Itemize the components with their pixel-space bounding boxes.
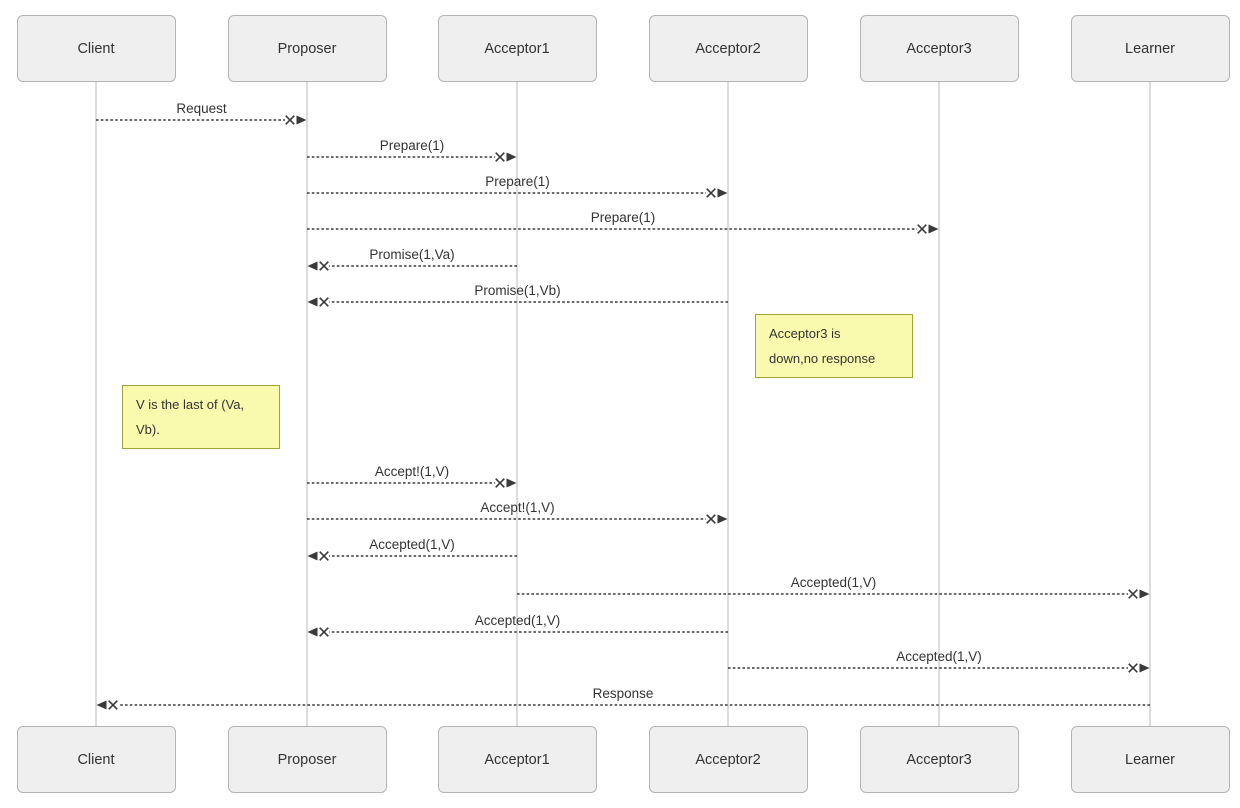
actor-box-acceptor1-bottom: Acceptor1 xyxy=(437,726,597,793)
arrowhead-icon xyxy=(506,478,517,488)
arrowhead-icon xyxy=(928,224,939,234)
actor-label: Client xyxy=(77,751,115,768)
message-label: Promise(1,Va) xyxy=(369,247,454,262)
actor-label: Learner xyxy=(1125,40,1175,57)
actor-label: Learner xyxy=(1125,751,1175,768)
lost-x-icon xyxy=(319,627,329,637)
arrowhead-icon xyxy=(717,188,728,198)
message-label: Accepted(1,V) xyxy=(791,575,877,590)
arrowhead-icon xyxy=(307,261,318,271)
arrowhead-icon xyxy=(96,700,107,710)
actor-label: Acceptor3 xyxy=(906,40,972,57)
message-label: Accept!(1,V) xyxy=(375,464,449,479)
actor-box-learner-bottom: Learner xyxy=(1070,726,1230,793)
message-label: Accepted(1,V) xyxy=(896,649,982,664)
actor-label: Client xyxy=(77,40,115,57)
lost-x-icon xyxy=(108,700,118,710)
arrowhead-icon xyxy=(717,514,728,524)
actor-box-acceptor3-bottom: Acceptor3 xyxy=(859,726,1019,793)
actor-label: Acceptor2 xyxy=(695,751,761,768)
note-line: Vb). xyxy=(136,422,160,437)
arrowhead-icon xyxy=(307,551,318,561)
message-label: Response xyxy=(593,686,654,701)
lost-x-icon xyxy=(319,551,329,561)
message-label: Accepted(1,V) xyxy=(369,537,455,552)
lost-x-icon xyxy=(495,152,505,162)
arrowhead-icon xyxy=(1139,663,1150,673)
lost-x-icon xyxy=(495,478,505,488)
message-2-prepare-1: Prepare(1) xyxy=(307,174,728,198)
actor-box-client-bottom: Client xyxy=(16,726,176,793)
arrowhead-icon xyxy=(296,115,307,125)
note-1: V is the last of (Va, Vb). xyxy=(122,385,280,449)
actor-label: Proposer xyxy=(277,751,337,768)
lost-x-icon xyxy=(1128,589,1138,599)
message-label: Accept!(1,V) xyxy=(480,500,554,515)
actor-label: Acceptor3 xyxy=(906,751,972,768)
message-6-accept-1-v: Accept!(1,V) xyxy=(307,464,517,488)
arrowhead-icon xyxy=(307,627,318,637)
lost-x-icon xyxy=(319,261,329,271)
actor-box-acceptor2-top: Acceptor2 xyxy=(648,15,808,82)
actor-box-proposer-top: Proposer xyxy=(227,15,387,82)
message-label: Prepare(1) xyxy=(485,174,550,189)
message-11-accepted-1-v: Accepted(1,V) xyxy=(728,649,1150,673)
lost-x-icon xyxy=(285,115,295,125)
actor-box-acceptor3-top: Acceptor3 xyxy=(859,15,1019,82)
arrowhead-icon xyxy=(1139,589,1150,599)
lost-x-icon xyxy=(1128,663,1138,673)
note-line: down,no response xyxy=(769,351,876,366)
lost-x-icon xyxy=(706,514,716,524)
lost-x-icon xyxy=(917,224,927,234)
message-label: Promise(1,Vb) xyxy=(474,283,560,298)
actor-box-proposer-bottom: Proposer xyxy=(227,726,387,793)
message-0-request: Request xyxy=(96,101,307,125)
arrowhead-icon xyxy=(307,297,318,307)
message-label: Accepted(1,V) xyxy=(475,613,561,628)
actor-box-learner-top: Learner xyxy=(1070,15,1230,82)
note-line: V is the last of (Va, xyxy=(136,397,245,412)
message-10-accepted-1-v: Accepted(1,V) xyxy=(307,613,728,637)
actor-label: Acceptor1 xyxy=(484,751,550,768)
actor-box-acceptor2-bottom: Acceptor2 xyxy=(648,726,808,793)
message-label: Request xyxy=(176,101,227,116)
message-5-promise-1-vb: Promise(1,Vb) xyxy=(307,283,728,307)
message-7-accept-1-v: Accept!(1,V) xyxy=(307,500,728,524)
message-3-prepare-1: Prepare(1) xyxy=(307,210,939,234)
message-9-accepted-1-v: Accepted(1,V) xyxy=(517,575,1150,599)
message-12-response: Response xyxy=(96,686,1150,710)
note-line: Acceptor3 is xyxy=(769,326,841,341)
message-1-prepare-1: Prepare(1) xyxy=(307,138,517,162)
actor-label: Proposer xyxy=(277,40,337,57)
message-label: Prepare(1) xyxy=(591,210,656,225)
actor-label: Acceptor2 xyxy=(695,40,761,57)
actor-box-client-top: Client xyxy=(16,15,176,82)
actor-box-acceptor1-top: Acceptor1 xyxy=(437,15,597,82)
note-0: Acceptor3 is down,no response xyxy=(755,314,913,378)
lost-x-icon xyxy=(319,297,329,307)
actor-label: Acceptor1 xyxy=(484,40,550,57)
lost-x-icon xyxy=(706,188,716,198)
message-4-promise-1-va: Promise(1,Va) xyxy=(307,247,517,271)
arrowhead-icon xyxy=(506,152,517,162)
message-label: Prepare(1) xyxy=(380,138,445,153)
message-8-accepted-1-v: Accepted(1,V) xyxy=(307,537,517,561)
